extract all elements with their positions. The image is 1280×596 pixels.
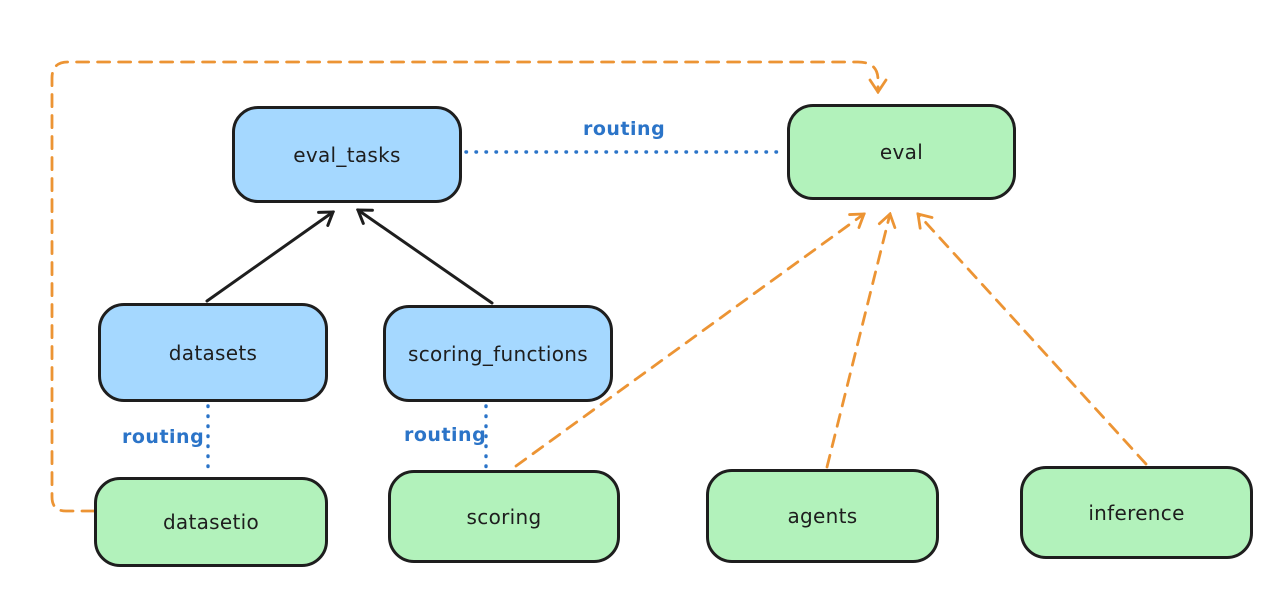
edge-inference-eval — [918, 214, 1148, 466]
edge-label-routing-scoring: routing — [404, 424, 487, 446]
node-agents: agents — [706, 469, 939, 563]
edge-label-routing-datasetio: routing — [122, 426, 205, 448]
node-eval: eval — [787, 104, 1016, 200]
edge-datasetio-eval — [50, 60, 878, 513]
edge-scoring-eval — [514, 214, 864, 468]
node-datasets: datasets — [98, 303, 328, 402]
node-eval-tasks: eval_tasks — [232, 106, 462, 203]
node-scoring: scoring — [388, 470, 620, 563]
node-scoring-functions-label: scoring_functions — [407, 341, 589, 366]
edge-label-routing-eval: routing — [583, 118, 666, 140]
node-scoring-functions: scoring_functions — [383, 305, 613, 402]
node-eval-label: eval — [879, 140, 924, 164]
node-datasets-label: datasets — [168, 340, 258, 365]
node-scoring-label: scoring — [466, 504, 542, 529]
node-agents-label: agents — [787, 504, 858, 528]
edge-scoring_functions-eval_tasks — [358, 210, 494, 305]
node-inference-label: inference — [1088, 500, 1185, 525]
edge-datasets-eval_tasks — [205, 212, 333, 303]
node-datasetio-label: datasetio — [162, 510, 260, 534]
node-datasetio: datasetio — [94, 477, 328, 567]
edge-agents-eval — [825, 214, 890, 469]
node-eval-tasks-label: eval_tasks — [293, 142, 401, 167]
node-inference: inference — [1020, 466, 1253, 559]
